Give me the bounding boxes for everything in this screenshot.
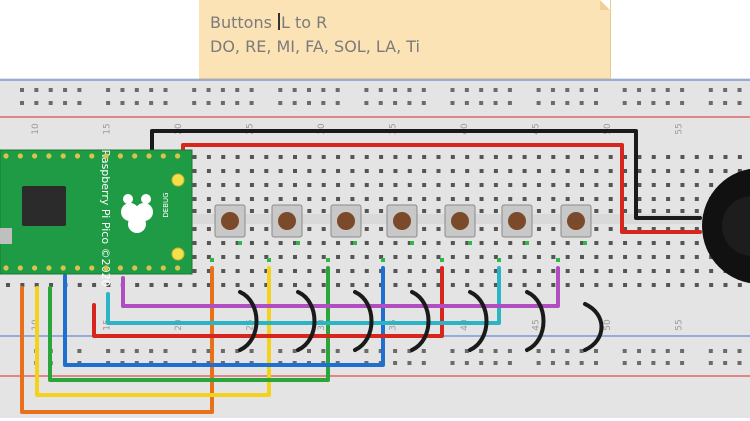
column-number: 50 <box>603 319 613 331</box>
push-button-mi[interactable] <box>330 204 362 238</box>
push-button-do[interactable] <box>214 204 246 238</box>
column-number: 40 <box>460 123 470 135</box>
note-line-2: DO, RE, MI, FA, SOL, LA, Ti <box>210 37 420 56</box>
center-channel <box>0 214 750 224</box>
push-button-sol[interactable] <box>444 204 476 238</box>
jumper-5 <box>468 290 489 352</box>
mount-hole-icon <box>171 247 185 261</box>
text-cursor <box>278 13 281 30</box>
wire-red <box>92 266 444 338</box>
top-rail-holes <box>20 88 742 105</box>
push-button-ti[interactable] <box>560 204 592 238</box>
wire-purple <box>121 266 560 308</box>
column-number: 20 <box>174 123 184 135</box>
wire-yellow <box>35 266 271 397</box>
note-fold-icon <box>600 0 610 10</box>
raspberry-pi-pico: Raspberry Pi Pico ©2020 DEBUG <box>0 149 193 287</box>
raspberry-logo-icon <box>121 194 153 233</box>
jumper-3 <box>353 290 374 352</box>
push-button-re[interactable] <box>271 204 303 238</box>
column-number: 15 <box>103 319 113 330</box>
column-number: 30 <box>317 123 327 135</box>
wire-teal <box>106 266 501 325</box>
jumper-7 <box>583 302 604 352</box>
mount-hole-icon <box>171 173 185 187</box>
pico-pins <box>3 153 181 271</box>
note-line-1: Buttons L to R <box>210 13 328 32</box>
push-button-fa[interactable] <box>386 204 418 238</box>
jumper-2 <box>296 290 317 352</box>
jumper-4 <box>410 290 431 352</box>
column-number: 55 <box>675 319 685 330</box>
jumper-1 <box>238 290 259 352</box>
buzzer[interactable] <box>702 168 750 284</box>
rp2040-chip-icon <box>22 186 66 226</box>
push-buttons <box>214 204 592 238</box>
sticky-note[interactable]: Buttons L to R DO, RE, MI, FA, SOL, LA, … <box>199 0 611 79</box>
column-number: 10 <box>31 123 41 135</box>
wire-black-ground <box>150 129 702 220</box>
pico-silkscreen: Raspberry Pi Pico ©2020 <box>99 149 112 286</box>
column-number: 15 <box>103 123 113 134</box>
column-number: 50 <box>603 123 613 135</box>
debug-label: DEBUG <box>162 192 170 217</box>
wire-blue <box>63 266 385 367</box>
usb-port-icon <box>0 228 12 244</box>
wire-orange <box>20 266 214 414</box>
jumper-6 <box>525 290 546 352</box>
column-number: 45 <box>532 319 542 330</box>
push-button-la[interactable] <box>501 204 533 238</box>
column-number: 55 <box>675 123 685 134</box>
